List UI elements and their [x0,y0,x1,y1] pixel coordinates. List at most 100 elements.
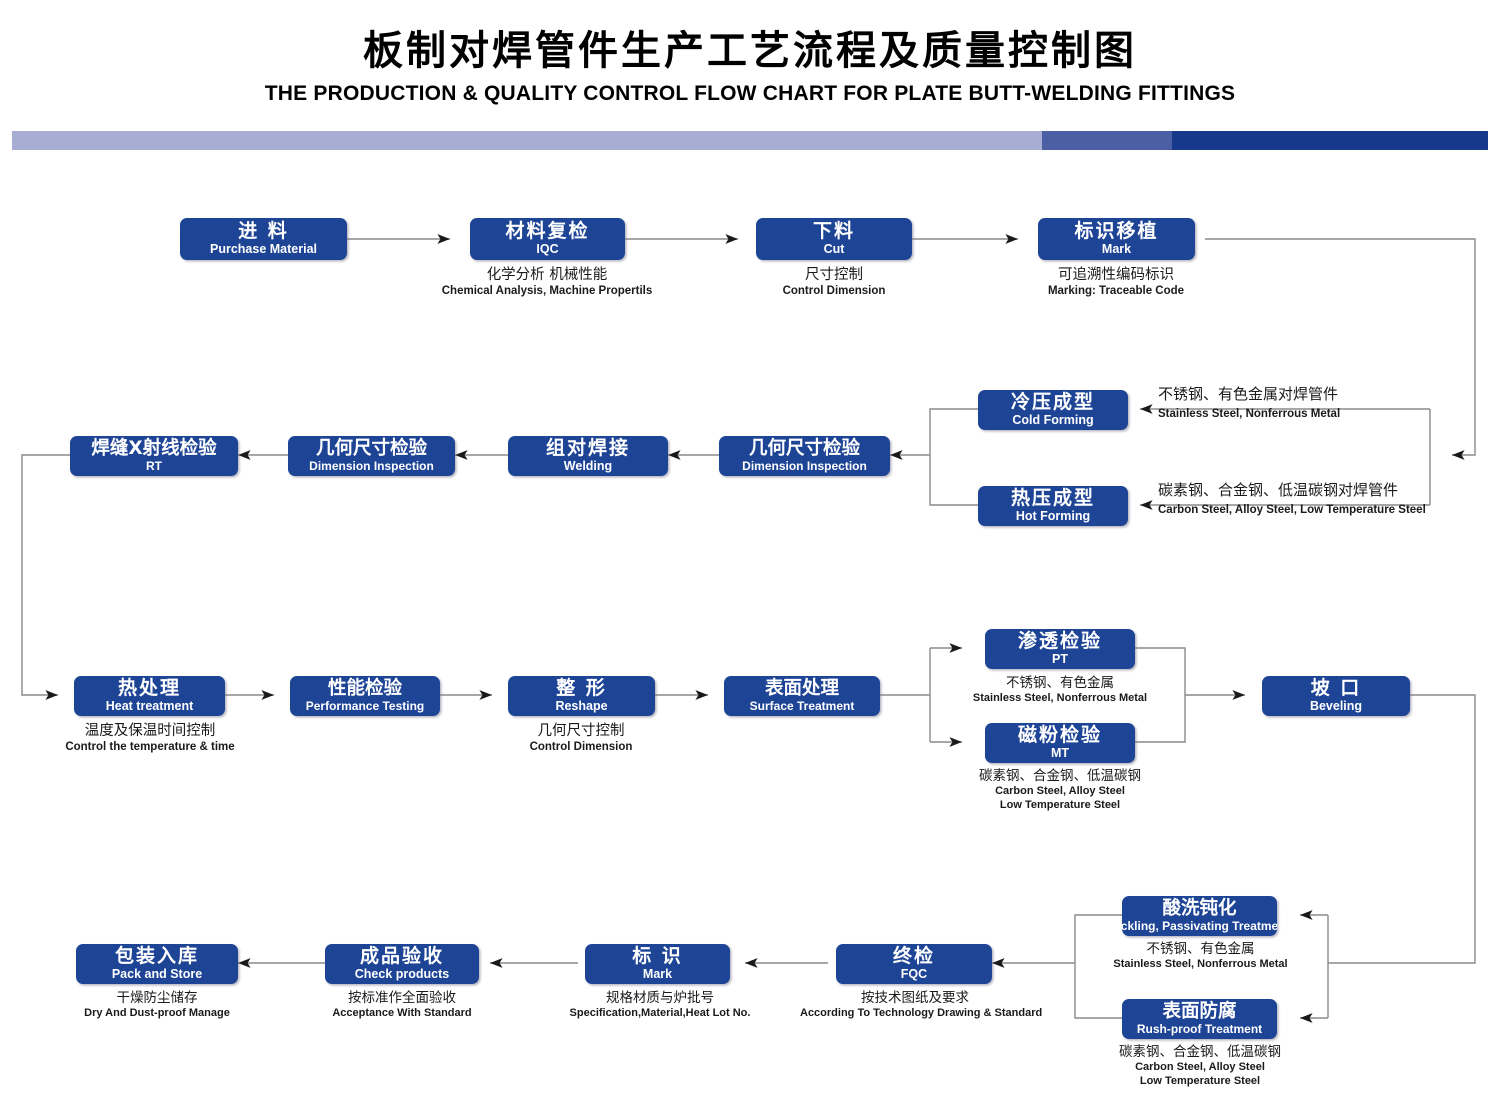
node-label-cn: 组对焊接 [545,436,630,459]
caption-pt: 不锈钢、有色金属 Stainless Steel, Nonferrous Met… [960,675,1160,706]
node-label-en: Surface Treatment [749,698,855,713]
caption-en: Control the temperature & time [65,741,235,754]
node-label-en: Mark [1101,241,1132,256]
node-label-cn: 表面处理 [764,678,839,700]
caption-heat-treatment: 温度及保温时间控制 Control the temperature & time [25,722,275,755]
caption-cn: 不锈钢、有色金属 [1146,941,1255,957]
node-label-cn: 标 识 [632,944,683,967]
node-label-en: MT [1050,745,1070,760]
caption-en: Control Dimension [782,285,886,298]
node-purchase-material[interactable]: 进 料 Purchase Material [180,218,347,260]
node-mark-transfer[interactable]: 标识移植 Mark [1038,218,1195,260]
node-label-cn: 终检 [892,944,935,967]
caption-fqc: 按技术图纸及要求 According To Technology Drawing… [800,990,1042,1021]
node-reshape[interactable]: 整 形 Reshape [508,676,655,716]
node-label-en: Cold Forming [1012,412,1094,427]
caption-cn: 温度及保温时间控制 [84,723,216,739]
node-label-en: Heat treatment [105,698,194,713]
caption-en-line1: Carbon Steel, Alloy Steel [995,784,1125,797]
caption-en: Control Dimension [529,741,633,754]
caption-cn: 化学分析 机械性能 [486,267,608,283]
branch-label-cn: 碳素钢、合金钢、低温碳钢对焊管件 [1158,481,1399,499]
page-title-cn: 板制对焊管件生产工艺流程及质量控制图 [363,28,1137,74]
node-label-en: Mark [642,966,673,981]
caption-check-products: 按标准作全面验收 Acceptance With Standard [292,990,512,1021]
node-label-cn: 表面防腐 [1162,1001,1237,1023]
branch-label-en: Stainless Steel, Nonferrous Metal [1158,407,1341,420]
node-label-cn: 冷压成型 [1010,390,1095,413]
caption-rust-proof: 碳素钢、合金钢、低温碳钢 Carbon Steel, Alloy Steel L… [1090,1044,1310,1088]
caption-en: Acceptance With Standard [332,1006,472,1019]
node-cold-forming[interactable]: 冷压成型 Cold Forming [978,390,1128,430]
node-heat-treatment[interactable]: 热处理 Heat treatment [74,676,225,716]
caption-en-line2: Low Temperature Steel [1139,1074,1261,1087]
node-label-en: Dimension Inspection [742,458,867,473]
node-label-cn: 整 形 [556,676,607,699]
node-label-cn: 性能检验 [327,678,402,700]
node-label-cn: 几何尺寸检验 [315,438,427,460]
caption-cn: 规格材质与炉批号 [606,990,714,1006]
node-dimension-inspection-2[interactable]: 几何尺寸检验 Dimension Inspection [288,436,455,476]
caption-en: Specification,Material,Heat Lot No. [569,1006,751,1019]
node-label-en: IQC [536,241,559,256]
node-label-en: Purchase Material [210,241,317,256]
caption-mark-transfer: 可追溯性编码标识 Marking: Traceable Code [991,266,1241,299]
node-label-en: FQC [900,966,928,981]
node-label-cn: 几何尺寸检验 [748,438,860,460]
node-mt[interactable]: 磁粉检验 MT [985,723,1135,763]
page-title-en: THE PRODUCTION & QUALITY CONTROL FLOW CH… [264,82,1236,105]
node-rust-proof[interactable]: 表面防腐 Rush-proof Treatment [1122,999,1277,1039]
node-label-en: PT [1052,651,1068,666]
node-hot-forming[interactable]: 热压成型 Hot Forming [978,486,1128,526]
node-label-cn: 坡 口 [1310,676,1362,699]
node-label-en: Hot Forming [1015,508,1091,523]
node-dimension-inspection-1[interactable]: 几何尺寸检验 Dimension Inspection [719,436,890,476]
caption-cn: 碳素钢、合金钢、低温碳钢 [1119,1044,1281,1060]
node-iqc[interactable]: 材料复检 IQC [470,218,625,260]
node-rt[interactable]: 焊缝X射线检验 RT [70,436,238,476]
node-pt[interactable]: 渗透检验 PT [985,629,1135,669]
node-label-cn: 标识移植 [1074,219,1159,242]
node-label-cn: 进 料 [238,219,289,242]
caption-reshape: 几何尺寸控制 Control Dimension [456,722,706,755]
branch-label-cn: 不锈钢、有色金属对焊管件 [1158,385,1339,403]
caption-en: Chemical Analysis, Machine Propertils [441,285,653,298]
caption-cn: 按标准作全面验收 [348,990,456,1006]
caption-cn: 尺寸控制 [805,267,863,283]
caption-iqc: 化学分析 机械性能 Chemical Analysis, Machine Pro… [397,266,697,299]
node-label-cn: 下料 [812,219,855,242]
node-mark-final[interactable]: 标 识 Mark [585,944,730,984]
caption-en: Stainless Steel, Nonferrous Metal [972,691,1148,704]
node-label-cn: 热压成型 [1010,486,1095,509]
node-label-cn: 成品验收 [359,944,444,967]
node-fqc[interactable]: 终检 FQC [836,944,992,984]
node-cut[interactable]: 下料 Cut [756,218,912,260]
caption-cn: 碳素钢、合金钢、低温碳钢 [979,768,1141,784]
caption-en: Dry And Dust-proof Manage [84,1006,230,1019]
caption-en-line1: Carbon Steel, Alloy Steel [1135,1060,1265,1073]
caption-en-line2: Low Temperature Steel [999,798,1121,811]
node-pack-store[interactable]: 包装入库 Pack and Store [76,944,238,984]
node-label-en: Dimension Inspection [309,458,434,473]
node-label-en: Pickling, Passivating Treatment [1122,918,1277,933]
node-label-en: RT [146,458,162,473]
node-welding[interactable]: 组对焊接 Welding [508,436,668,476]
node-label-en: Performance Testing [305,698,425,713]
node-surface-treatment[interactable]: 表面处理 Surface Treatment [724,676,880,716]
node-label-cn: 包装入库 [114,944,199,967]
node-label-cn: 渗透检验 [1017,629,1102,652]
node-pickling[interactable]: 酸洗钝化 Pickling, Passivating Treatment [1122,896,1277,936]
node-label-en: Check products [354,966,450,981]
node-label-cn: 材料复检 [505,219,590,242]
node-check-products[interactable]: 成品验收 Check products [325,944,479,984]
branch-label-hot-forming: 碳素钢、合金钢、低温碳钢对焊管件 Carbon Steel, Alloy Ste… [1158,481,1426,517]
node-label-cn: 热处理 [117,676,181,699]
node-beveling[interactable]: 坡 口 Beveling [1262,676,1410,716]
caption-cn: 可追溯性编码标识 [1058,267,1174,283]
node-label-cn: 焊缝X射线检验 [91,438,217,460]
node-performance-testing[interactable]: 性能检验 Performance Testing [290,676,440,716]
caption-cn: 干燥防尘储存 [116,990,198,1006]
node-label-en: Beveling [1309,698,1363,713]
